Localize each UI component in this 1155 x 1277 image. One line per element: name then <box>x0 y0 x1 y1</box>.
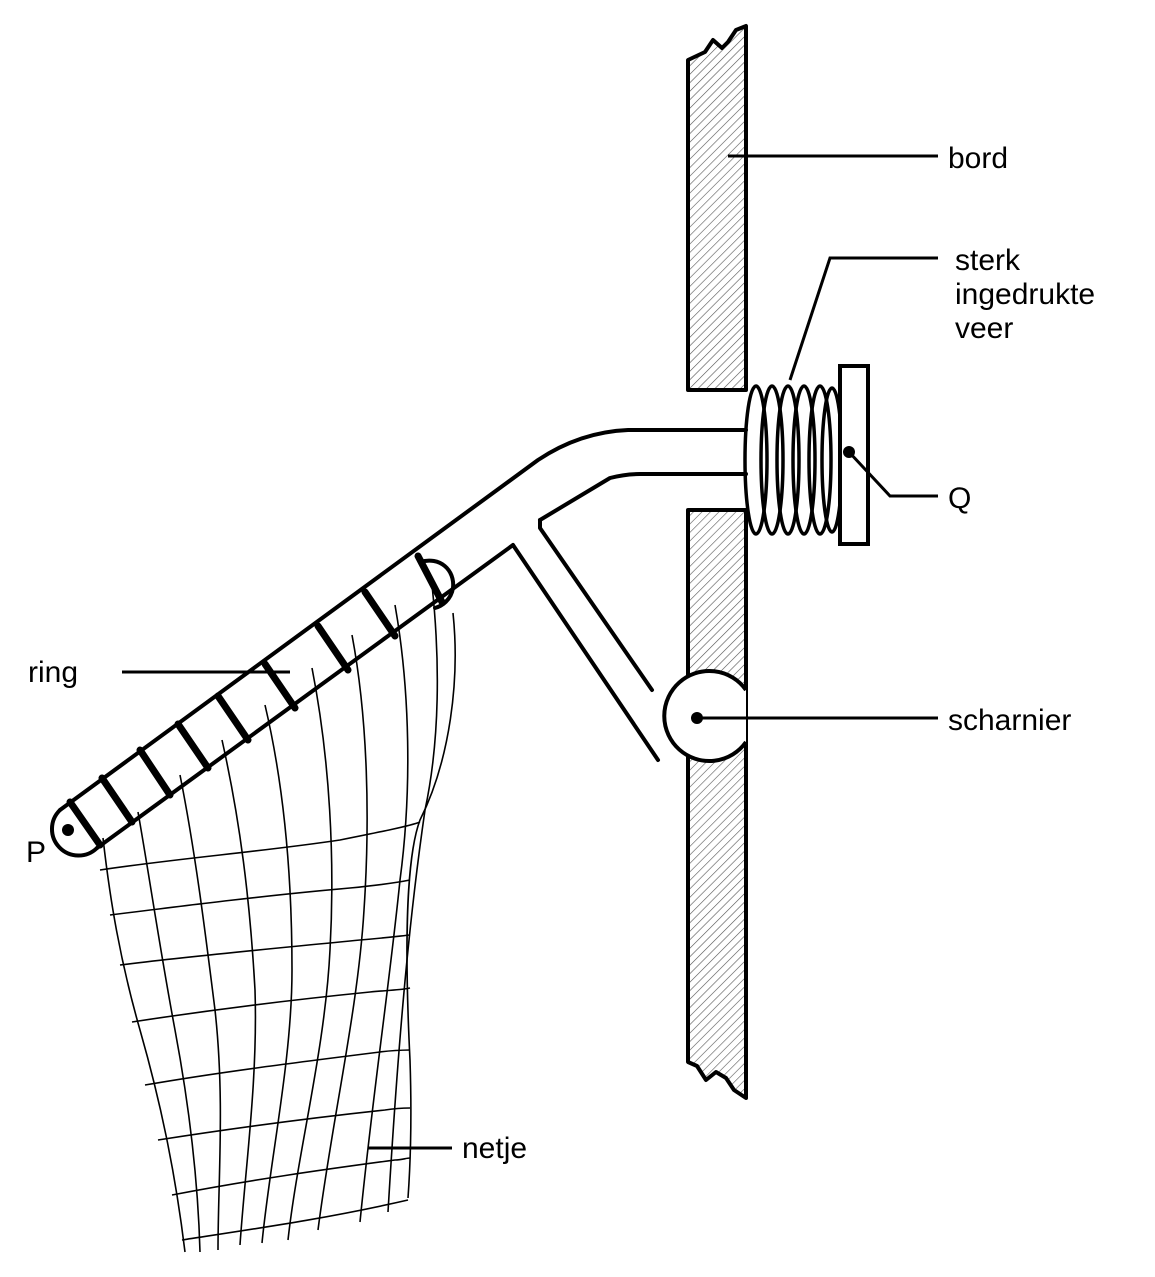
label-point-p: P <box>26 836 46 869</box>
spring <box>743 384 844 536</box>
ring-windings <box>66 552 446 849</box>
q-leader <box>847 450 938 498</box>
hinge-arm <box>511 518 660 762</box>
label-point-q: Q <box>948 482 971 515</box>
point-p-dot <box>62 824 74 836</box>
spring-leader <box>788 256 938 381</box>
end-plate <box>838 364 870 546</box>
label-board: bord <box>948 142 1008 175</box>
label-ring: ring <box>28 656 78 689</box>
label-hinge: scharnier <box>948 704 1071 737</box>
label-spring-line3: veer <box>955 312 1013 345</box>
net <box>99 584 456 1253</box>
board-upper-section <box>686 24 748 392</box>
hinge <box>662 669 748 763</box>
label-spring-line1: sterk <box>955 244 1021 277</box>
leader-lines <box>122 154 938 1150</box>
ring-rod <box>49 428 748 858</box>
board-lower-section <box>686 508 748 1100</box>
label-spring-line2: ingedrukte <box>955 278 1095 311</box>
label-net: netje <box>462 1132 527 1165</box>
board <box>686 24 748 1100</box>
